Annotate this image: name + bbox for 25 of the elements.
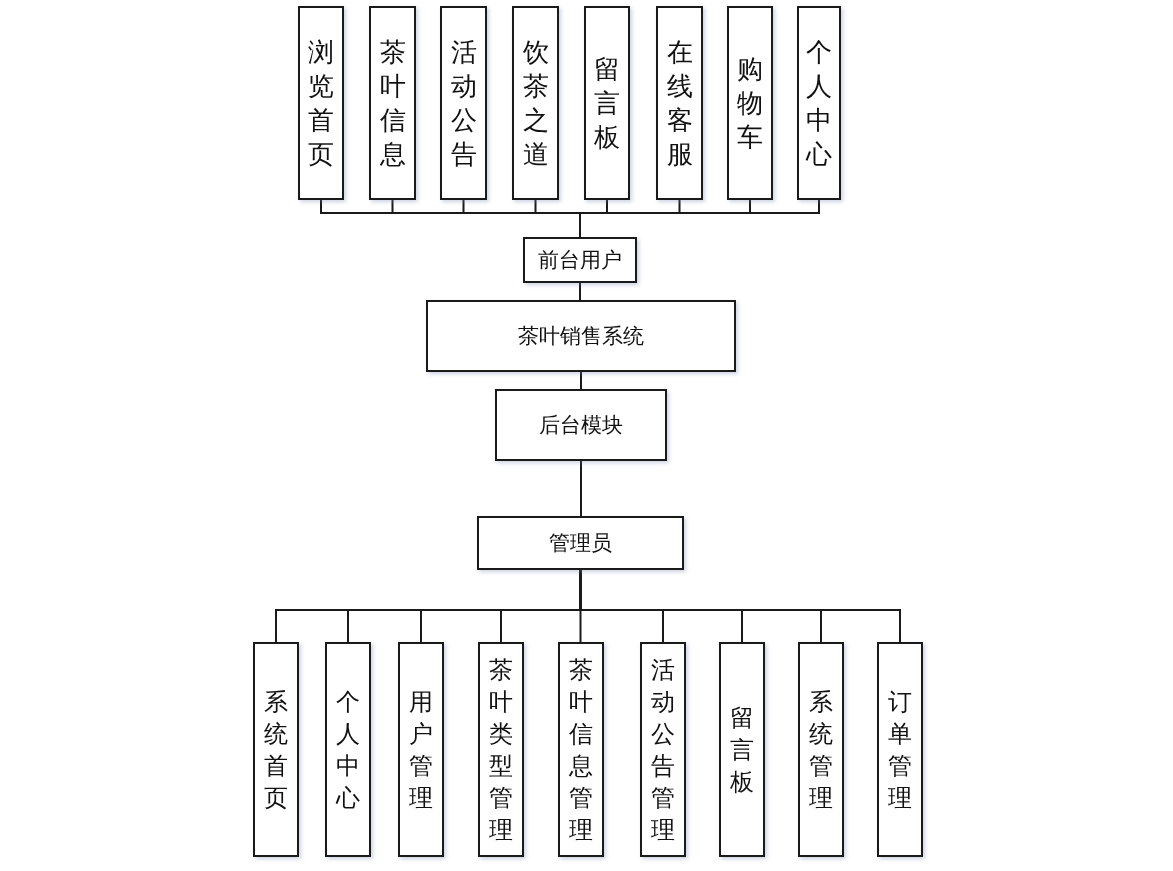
module-box: 在线客服 [656, 6, 703, 200]
module-box: 茶叶类型管理 [478, 642, 524, 857]
connector-line [579, 199, 820, 238]
module-box: 个人中心 [325, 642, 371, 857]
connector-line [580, 371, 582, 390]
module-box: 饮茶之道 [512, 6, 559, 200]
module-box: 活动公告 [440, 6, 487, 200]
module-box: 留言板 [584, 6, 630, 200]
module-box: 留言板 [719, 642, 765, 857]
system-box: 茶叶销售系统 [426, 300, 736, 372]
module-box: 系统首页 [253, 642, 299, 857]
module-box: 茶叶信息管理 [558, 642, 604, 857]
module-box: 活动公告管理 [640, 642, 686, 857]
module-box: 茶叶信息 [369, 6, 416, 200]
module-box: 订单管理 [877, 642, 923, 857]
module-box: 浏览首页 [298, 6, 344, 200]
connector-line [579, 282, 581, 301]
module-box: 后台模块 [495, 389, 667, 461]
role-box: 前台用户 [523, 237, 637, 283]
module-box: 系统管理 [798, 642, 844, 857]
module-box: 用户管理 [398, 642, 444, 857]
role-box: 管理员 [477, 516, 684, 570]
module-box: 个人中心 [797, 6, 841, 200]
module-box: 购物车 [727, 6, 773, 200]
connector-line [580, 460, 582, 517]
